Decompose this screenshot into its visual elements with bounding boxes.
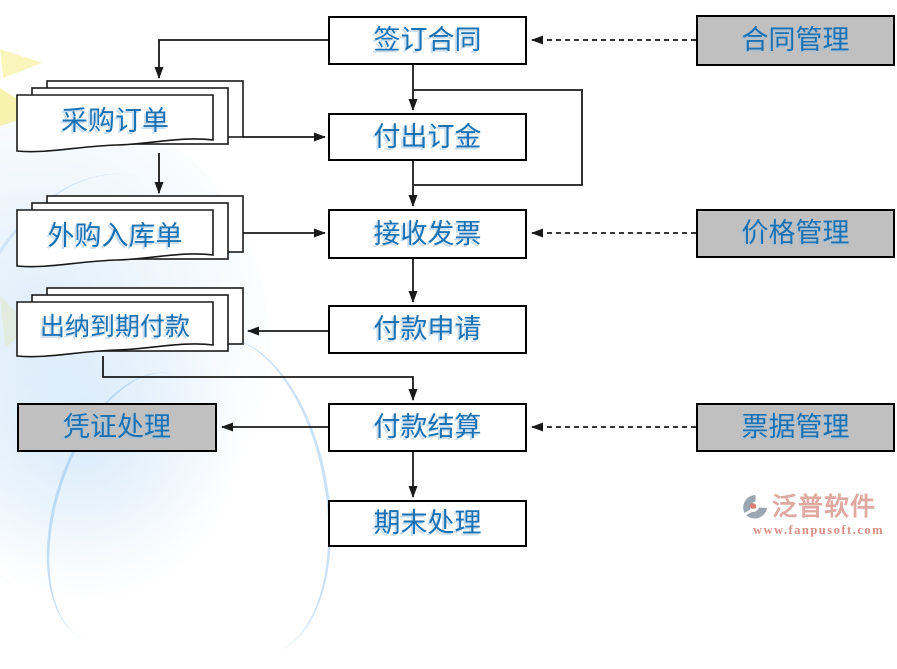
- fanpu-logo-text: 泛普软件: [772, 494, 877, 521]
- node-bill-management: 票据管理: [696, 403, 895, 452]
- node-voucher-processing: 凭证处理: [17, 403, 217, 452]
- node-receive-invoice: 接收发票: [328, 209, 527, 259]
- node-payment-settlement: 付款结算: [328, 403, 527, 452]
- node-payment-request: 付款申请: [328, 305, 527, 354]
- node-payment-request-label: 付款申请: [373, 314, 482, 344]
- node-pay-deposit-label: 付出订金: [373, 121, 482, 152]
- arrow-cashier-to-settlement: [102, 356, 418, 401]
- node-pay-deposit: 付出订金: [328, 113, 527, 161]
- doc-outsourced-inbound-label: 外购入库单: [47, 220, 183, 251]
- connector-layer: [16, 35, 696, 498]
- node-price-management-label: 价格管理: [741, 218, 850, 248]
- node-contract-management: 合同管理: [696, 15, 895, 66]
- fanpu-logo-url: www.fanpusoft.com: [752, 523, 885, 537]
- line-sign-bypass-to-invoice: [413, 89, 583, 186]
- flowchart-page: { "nodes": { "sign_contract": {"label": …: [0, 15, 895, 669]
- node-bill-management-label: 票据管理: [741, 412, 850, 442]
- node-period-end: 期末处理: [328, 500, 527, 547]
- node-payment-settlement-label: 付款结算: [373, 412, 482, 442]
- node-sign-contract-label: 签订合同: [373, 25, 482, 55]
- node-voucher-processing-label: 凭证处理: [63, 412, 171, 442]
- node-sign-contract: 签订合同: [328, 16, 527, 65]
- node-contract-management-label: 合同管理: [741, 25, 850, 55]
- node-receive-invoice-label: 接收发票: [373, 218, 482, 249]
- arrow-sign-to-purchaseorder: [154, 39, 328, 79]
- doc-cashier-due-payment-label: 出纳到期付款: [39, 313, 190, 341]
- doc-purchase-order-label: 采购订单: [61, 105, 169, 136]
- node-price-management: 价格管理: [696, 209, 895, 258]
- fanpu-logo: 泛普软件 www.fanpusoft.com: [742, 494, 895, 546]
- fanpu-logo-icon: [743, 495, 767, 519]
- node-period-end-label: 期末处理: [373, 508, 482, 538]
